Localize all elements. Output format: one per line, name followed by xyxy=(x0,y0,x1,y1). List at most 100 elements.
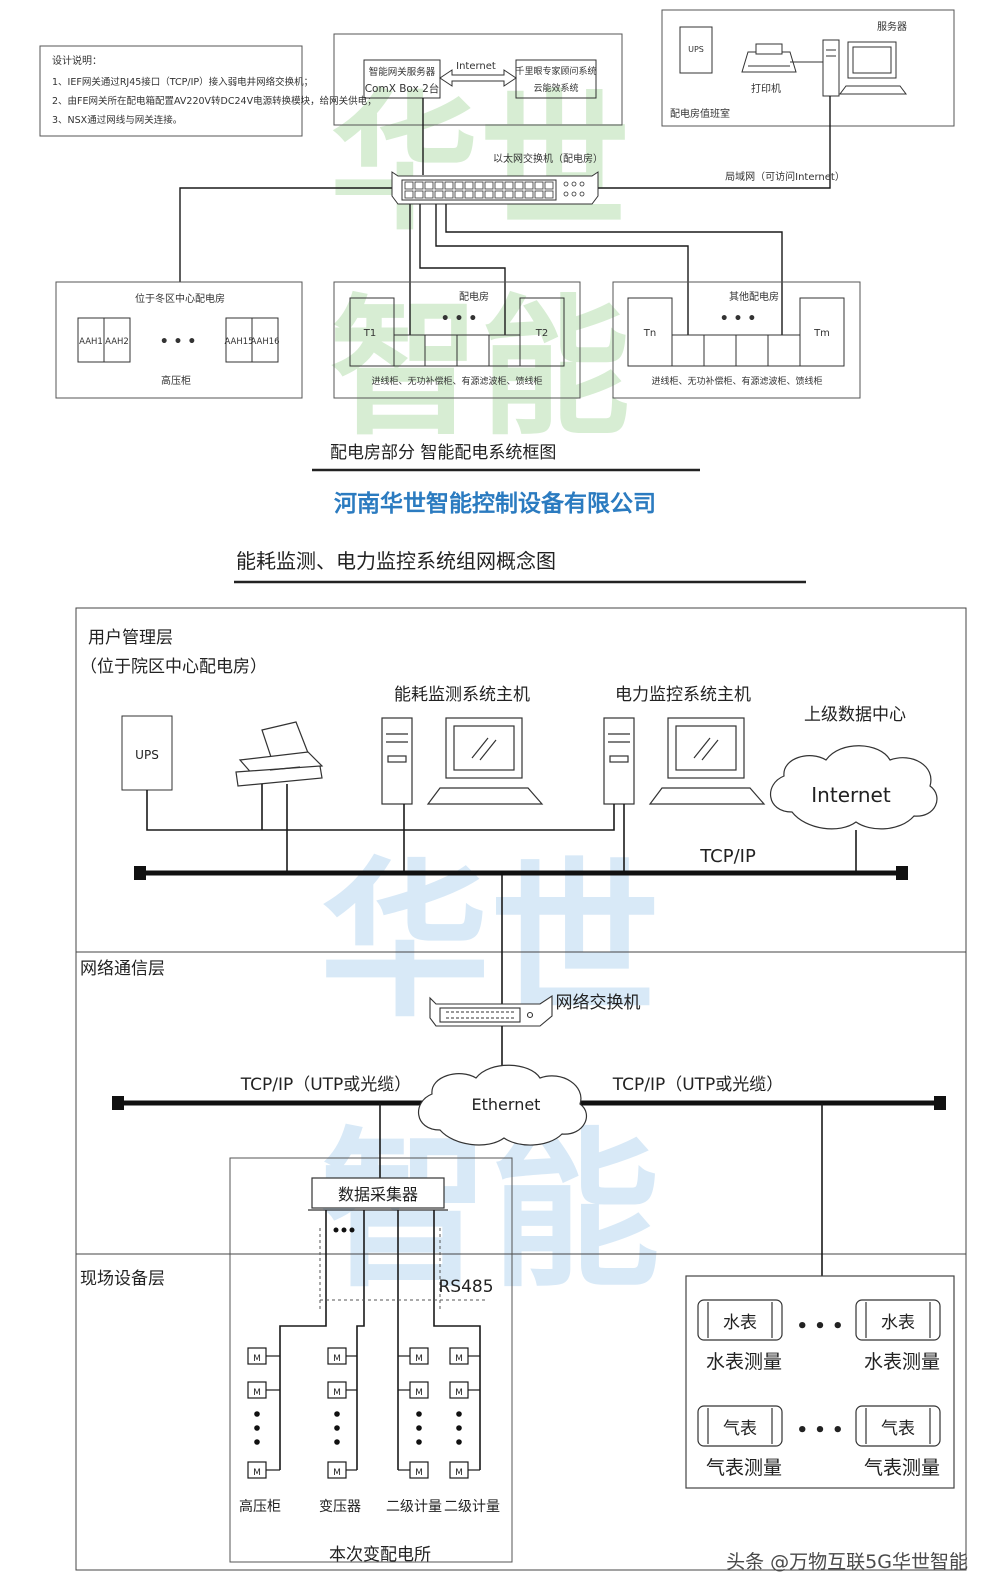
meter-glyph: M xyxy=(415,1388,423,1398)
user-layer-wiring xyxy=(146,784,857,1004)
column-label-transformer: 变压器 xyxy=(319,1499,361,1515)
watermark-text-1: 华世 xyxy=(330,77,630,251)
design-note-1: 1、IEF网关通过RJ45接口（TCP/IP）接入弱电井网络交换机； xyxy=(52,76,313,88)
bottom-title: 能耗监测、电力监控系统组网概念图 xyxy=(236,549,556,573)
meter-column-sub-1 xyxy=(398,1347,429,1479)
watermark-text-2: 智能 xyxy=(330,282,630,456)
gateway-box xyxy=(363,59,441,99)
internet-arrow-label: Internet xyxy=(456,61,496,72)
host-1-label: 能耗监测系统主机 xyxy=(394,685,530,705)
room-2: 配电房 T1 T2 • • • 进线柜、无功补偿柜、有源滤波柜、馈线柜 xyxy=(333,281,581,399)
room-2-footer: 进线柜、无功补偿柜、有源滤波柜、馈线柜 xyxy=(371,375,542,387)
cloud-system-label-2: 云能效系统 xyxy=(533,82,578,94)
water-meter-right xyxy=(855,1299,941,1341)
design-notes: 设计说明： 1、IEF网关通过RJ45接口（TCP/IP）接入弱电井网络交换机；… xyxy=(39,45,377,137)
ups-label-top: UPS xyxy=(688,45,704,54)
room-3-dots: • • • xyxy=(720,311,757,327)
center-room-footer: 高压柜 xyxy=(161,374,191,387)
gas-meter-right xyxy=(855,1405,941,1447)
meter-glyph: M xyxy=(415,1468,423,1478)
gas-dots: • • • xyxy=(796,1420,843,1441)
water-meter-left xyxy=(697,1299,783,1341)
room-2-transformer-left xyxy=(349,297,395,367)
data-center-label: 上级数据中心 xyxy=(804,705,906,725)
design-note-2: 2、由FE网关所在配电箱配置AV220V转DC24V电源转换模块，给网关供电； xyxy=(52,95,377,107)
gas-meter-left xyxy=(697,1405,783,1447)
water-meter-label-left: 水表 xyxy=(723,1313,757,1333)
gateway-label-1: 智能网关服务器 xyxy=(369,66,436,78)
data-collector-box xyxy=(308,1177,448,1211)
meter-glyph: M xyxy=(333,1354,341,1364)
column-label-sub-2: 二级计量 xyxy=(444,1499,500,1515)
server-label-top: 服务器 xyxy=(877,20,907,33)
cabinet-label-aah16: AAH16 xyxy=(250,337,279,347)
printer-icon-top xyxy=(741,43,797,73)
rs485-wiring xyxy=(279,1210,481,1470)
meter-column-high-voltage xyxy=(247,1347,280,1479)
watermark-top: 华世 智能 xyxy=(330,77,630,456)
cabinet-aah2 xyxy=(103,317,131,363)
room-2-title: 配电房 xyxy=(459,290,489,303)
room-3: 其他配电房 Tn Tm • • • 进线柜、无功补偿柜、有源滤波柜、馈线柜 xyxy=(612,281,861,399)
meter-glyph: M xyxy=(415,1354,423,1364)
water-dots: • • • xyxy=(796,1316,843,1337)
gas-measure-label-right: 气表测量 xyxy=(864,1457,940,1479)
server-icon-top xyxy=(822,39,907,97)
cabinet-label-aah1: AAH1 xyxy=(79,337,103,347)
user-layer-label-2: （位于院区中心配电房） xyxy=(80,657,267,677)
water-measure-label-right: 水表测量 xyxy=(864,1351,940,1373)
meter-glyph: M xyxy=(333,1388,341,1398)
center-room-dots: • • • xyxy=(160,334,197,350)
water-measure-label-left: 水表测量 xyxy=(706,1351,782,1373)
computer-icon-power xyxy=(603,717,766,805)
printer-label-top: 打印机 xyxy=(751,82,781,95)
center-room: 位于冬区中心配电房 AAH1 AAH2 AAH15 AAH16 • • • 高压… xyxy=(55,281,303,399)
collector-dots xyxy=(333,1227,355,1233)
company-name: 河南华世智能控制设备有限公司 xyxy=(334,490,656,517)
top-connections xyxy=(179,96,831,335)
rs485-label: RS485 xyxy=(438,1277,493,1297)
internet-cloud xyxy=(769,745,938,830)
center-room-title: 位于冬区中心配电房 xyxy=(135,292,225,305)
room-3-right-label: Tm xyxy=(813,328,830,339)
ups-label: UPS xyxy=(135,748,159,762)
substation-label: 本次变配电所 xyxy=(329,1545,431,1565)
gas-meter-label-left: 气表 xyxy=(723,1419,757,1439)
field-layer-label: 现场设备层 xyxy=(80,1269,165,1289)
network-layer-label: 网络通信层 xyxy=(80,959,165,979)
meter-glyph: M xyxy=(455,1388,463,1398)
internet-label: Internet xyxy=(811,783,891,807)
substation-frame xyxy=(229,1157,513,1563)
room-2-transformer-right xyxy=(519,297,565,367)
host-2-label: 电力监控系统主机 xyxy=(615,685,751,705)
room-3-left-label: Tn xyxy=(643,328,656,339)
meter-glyph: M xyxy=(455,1468,463,1478)
top-caption: 配电房部分 智能配电系统框图 xyxy=(330,443,556,463)
meter-glyph: M xyxy=(253,1468,261,1478)
cabinet-label-aah15: AAH15 xyxy=(224,337,253,347)
lan-label: 局域网（可访问Internet） xyxy=(725,170,845,183)
design-notes-title: 设计说明： xyxy=(52,54,102,67)
room-3-footer: 进线柜、无功补偿柜、有源滤波柜、馈线柜 xyxy=(651,375,822,387)
watermark-bottom: 华世 智能 xyxy=(320,843,660,1311)
computer-icon-energy xyxy=(381,717,544,805)
meter-glyph: M xyxy=(253,1354,261,1364)
gateway-group: 智能网关服务器 ComX Box 2台 Internet 千里眼专家顾问系统 云… xyxy=(333,33,623,126)
design-note-3: 3、NSX通过网线与网关连接。 xyxy=(52,114,182,126)
room-3-title: 其他配电房 xyxy=(729,290,779,303)
cabinet-label-aah2: AAH2 xyxy=(105,337,129,347)
meter-glyph: M xyxy=(333,1468,341,1478)
room-3-transformer-right xyxy=(799,297,845,367)
ups-box-top xyxy=(679,26,713,74)
meter-glyph: M xyxy=(455,1354,463,1364)
tcp-bus-top-label: TCP/IP xyxy=(699,846,756,867)
data-collector-label: 数据采集器 xyxy=(338,1185,418,1204)
water-meter-label-right: 水表 xyxy=(881,1313,915,1333)
tcp-bus-right-label: TCP/IP（UTP或光缆） xyxy=(612,1075,784,1095)
duty-room: UPS 打印机 服务器 配电房值班室 xyxy=(661,9,955,127)
meter-column-sub-2 xyxy=(449,1347,480,1479)
gas-measure-label-left: 气表测量 xyxy=(706,1457,782,1479)
room-2-left-label: T1 xyxy=(363,328,376,339)
room-3-transformer-left xyxy=(627,297,673,367)
rs485-dashed xyxy=(319,1228,488,1310)
